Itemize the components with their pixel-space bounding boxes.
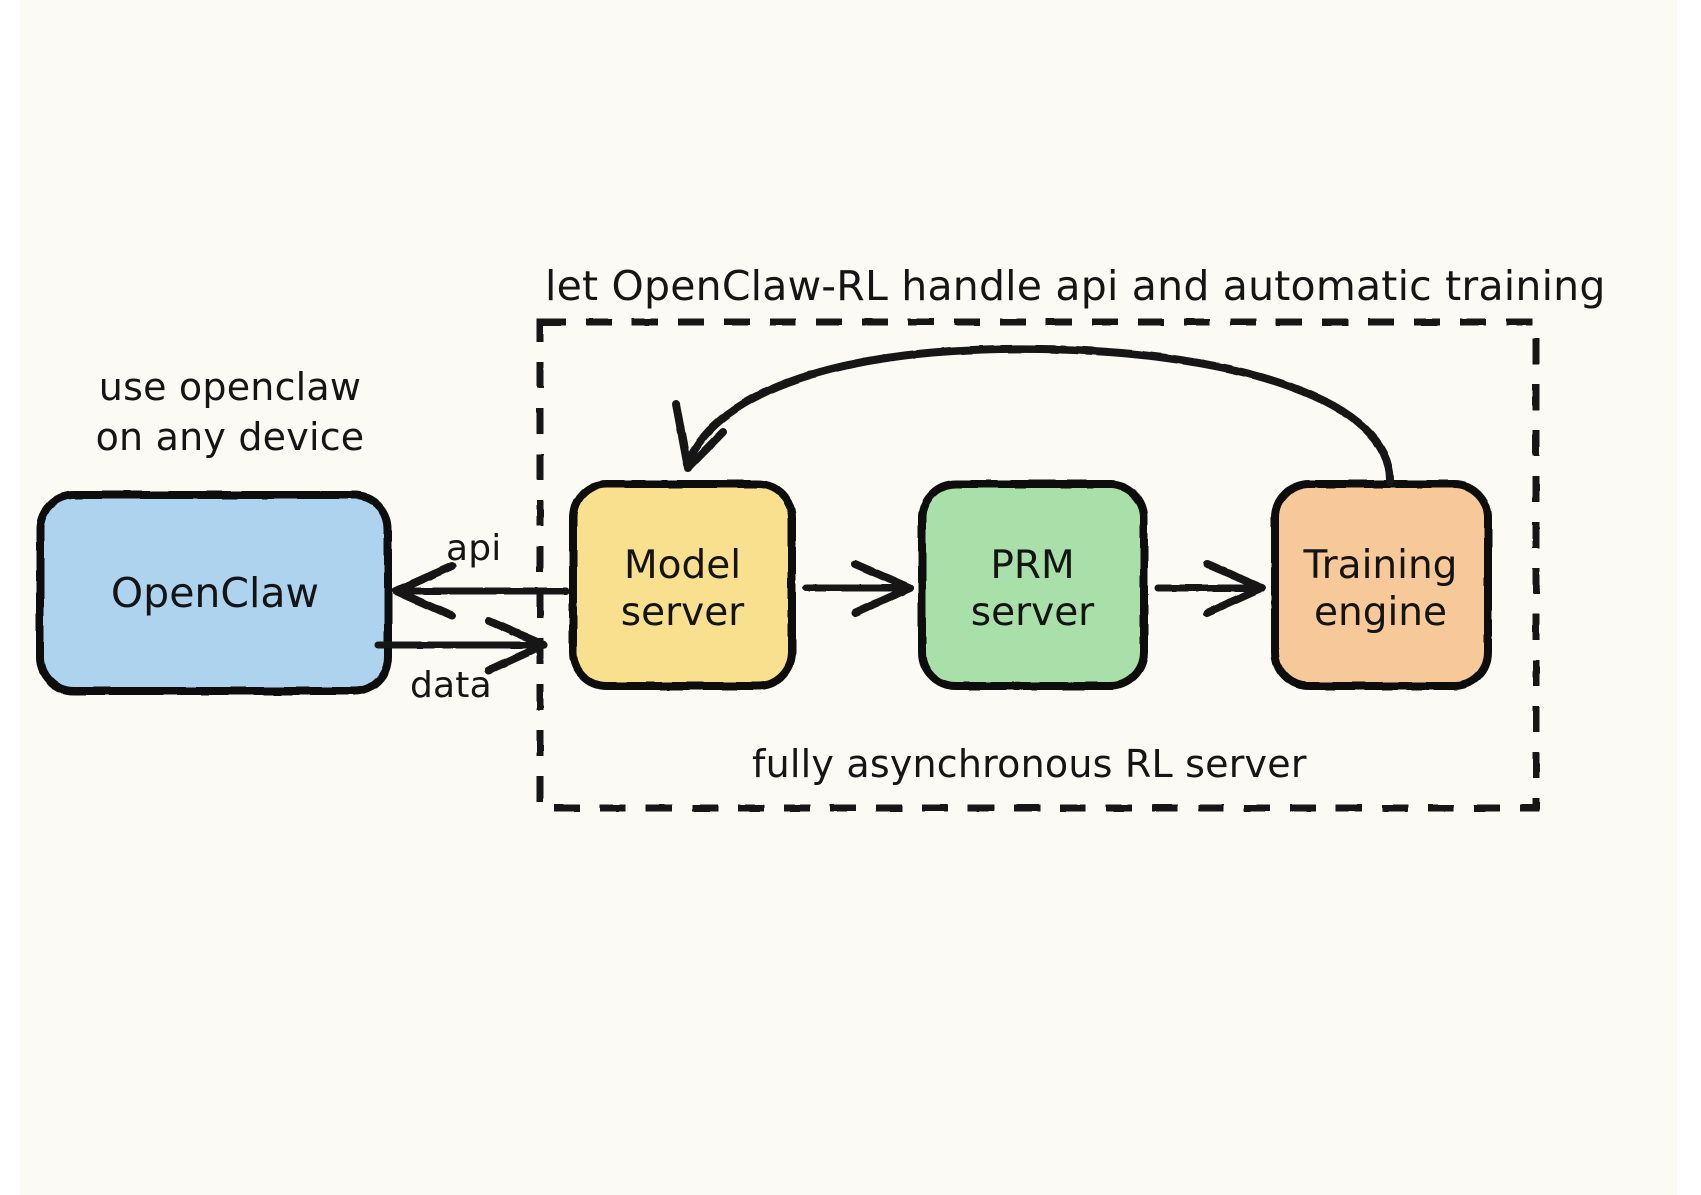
edge-data-arrow <box>374 617 548 674</box>
edge-api-arrow <box>392 562 570 620</box>
node-label-prm-server: PRM server <box>970 543 1095 635</box>
diagram-title: let OpenClaw-RL handle api and automatic… <box>545 262 1606 310</box>
edge-training-to-model-curved-arrow <box>672 344 1395 486</box>
edge-label-data: data <box>410 665 492 706</box>
node-label-training-engine: Training engine <box>1303 543 1458 635</box>
node-openclaw-shape[interactable] <box>36 491 392 695</box>
edge-label-api: api <box>446 528 502 569</box>
left-caption: use openclaw on any device <box>95 365 365 459</box>
node-training-engine-shape[interactable] <box>1271 480 1492 690</box>
rl-server-dashed-boundary <box>536 318 1540 812</box>
left-margin <box>0 0 20 1195</box>
right-margin <box>1677 0 1701 1195</box>
node-label-model-server: Model server <box>620 543 745 635</box>
edge-model-to-prm-arrow <box>802 560 914 617</box>
node-prm-server-shape[interactable] <box>918 480 1148 690</box>
node-label-openclaw: OpenClaw <box>110 569 320 617</box>
bottom-caption: fully asynchronous RL server <box>752 742 1307 786</box>
edge-prm-to-training-arrow <box>1154 560 1266 617</box>
node-model-server-shape[interactable] <box>569 480 796 690</box>
